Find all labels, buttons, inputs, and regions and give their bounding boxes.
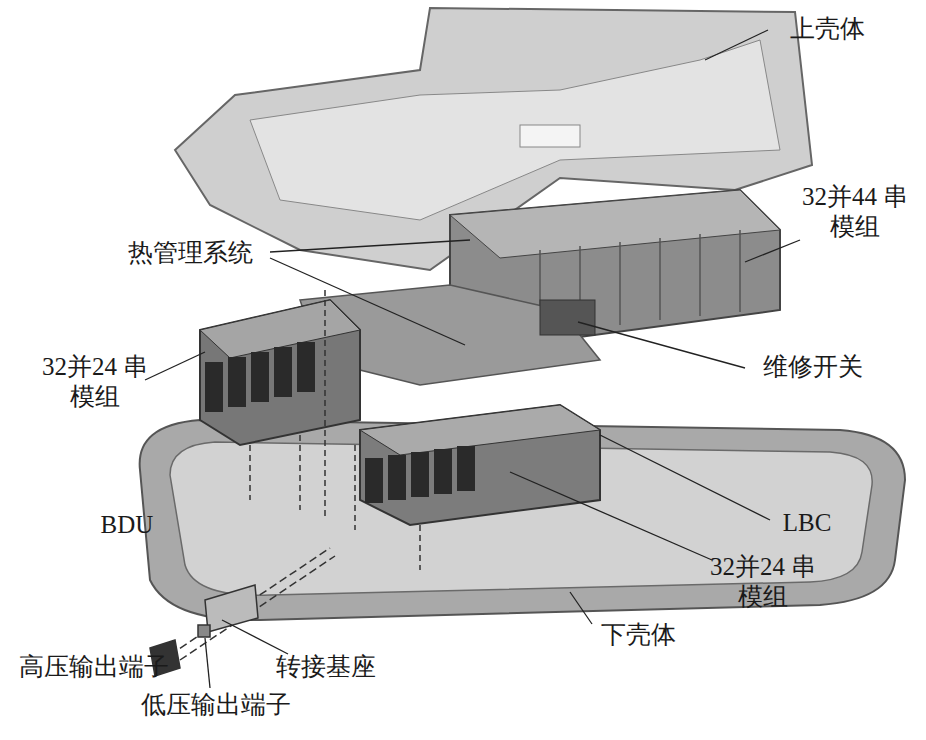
part-label: LBC	[772, 508, 842, 538]
part-label: 维修开关	[748, 352, 878, 382]
part-label: 低压输出端子	[126, 690, 306, 720]
part-label: 转接基座	[266, 652, 386, 682]
part-label: 32并44 串模组	[800, 182, 910, 242]
part-label: 高压输出端子	[4, 652, 184, 682]
part-label: 32并24 串模组	[708, 552, 818, 612]
part-label: 32并24 串模组	[40, 352, 150, 412]
part-label: 上壳体	[772, 14, 882, 44]
part-label: 下壳体	[586, 620, 691, 650]
part-label: BDU	[92, 510, 162, 540]
part-label: 热管理系统	[108, 238, 273, 268]
